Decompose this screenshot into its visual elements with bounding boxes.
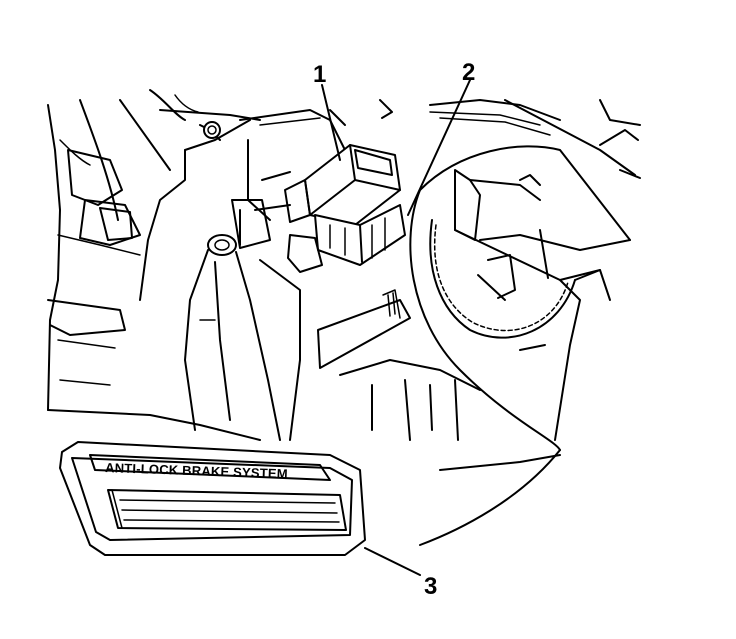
left-kick-panel	[47, 89, 199, 411]
dash-underside	[329, 99, 641, 179]
floor-pan	[47, 289, 561, 546]
brake-pedal-pad	[59, 441, 366, 556]
callout-2: 2	[462, 59, 475, 86]
callout-3: 3	[424, 573, 437, 600]
leader-line-3	[364, 547, 421, 576]
brake-switch-module	[254, 144, 406, 273]
leader-line-2	[407, 79, 471, 216]
brake-pedal-arm	[184, 234, 301, 441]
pedal-support-bracket	[119, 99, 346, 301]
callout-1: 1	[313, 61, 326, 88]
floor-opening	[409, 189, 611, 451]
pedal-label: ANTI-LOCK BRAKE SYSTEM	[105, 460, 288, 481]
callout-leaders	[321, 79, 471, 576]
leader-line-1	[321, 84, 341, 161]
steering-column-housing	[419, 145, 631, 301]
